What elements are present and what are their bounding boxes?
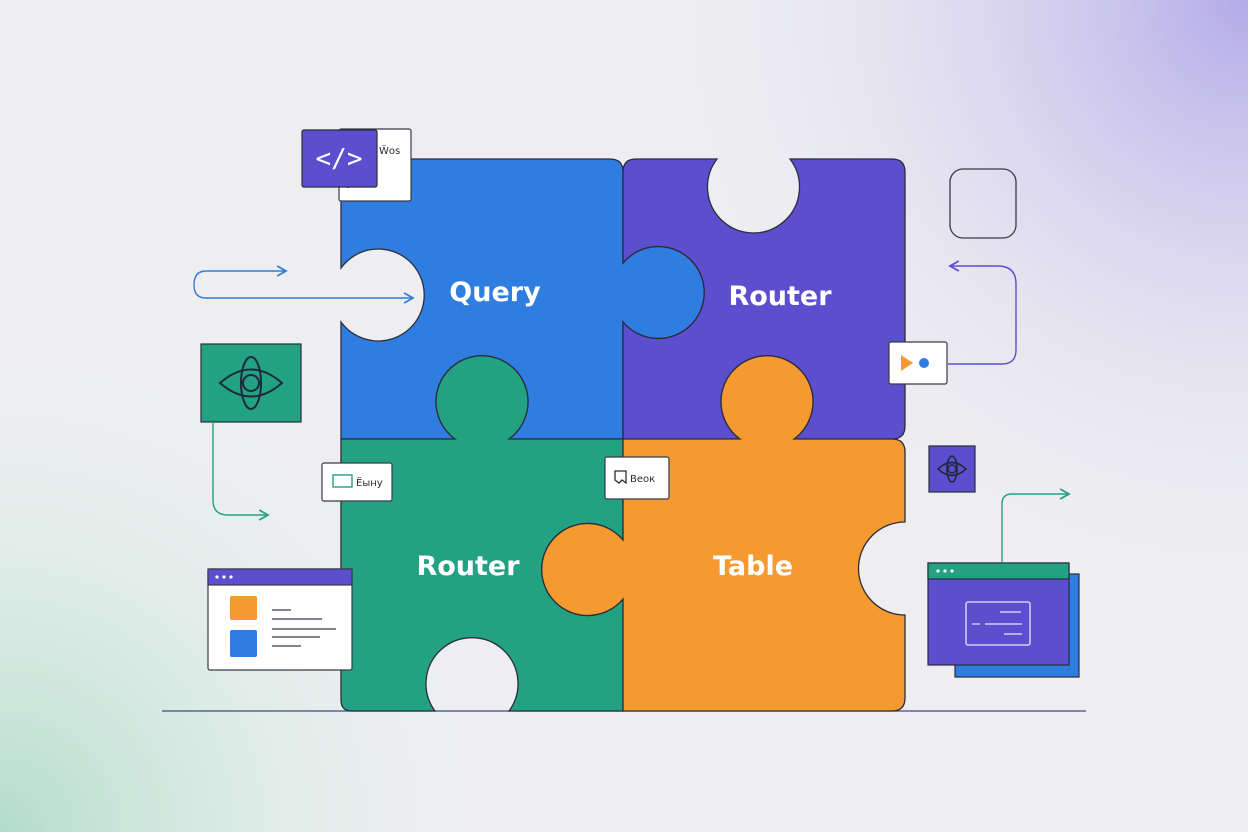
code-card: Ẅos </> bbox=[301, 128, 412, 202]
label-query: Query bbox=[449, 277, 541, 308]
label-table: Table bbox=[713, 551, 793, 582]
code-card-side-text: Ẅos bbox=[379, 144, 400, 157]
connector-line bbox=[948, 284, 1017, 365]
eye-card bbox=[200, 343, 302, 423]
grid-icon bbox=[332, 474, 353, 488]
eye-icon bbox=[936, 455, 968, 483]
chip-left-text: Ёыну bbox=[356, 476, 383, 489]
bookmark-icon bbox=[614, 470, 627, 485]
blue-square bbox=[230, 630, 257, 657]
record-icon bbox=[919, 358, 929, 368]
code-icon bbox=[301, 129, 378, 188]
window-icon bbox=[927, 562, 1070, 580]
label-router-top: Router bbox=[728, 281, 832, 312]
window-card-left bbox=[207, 568, 353, 671]
eye-icon bbox=[218, 356, 284, 410]
arrow-icon bbox=[193, 270, 415, 304]
eye-badge bbox=[928, 445, 976, 493]
arrow-icon bbox=[1001, 488, 1071, 562]
chip-left: Ёыну bbox=[321, 462, 393, 502]
window-icon bbox=[207, 568, 353, 586]
chip-center: Веок bbox=[604, 456, 670, 500]
label-router-bottom: Router bbox=[416, 551, 520, 582]
play-icon bbox=[901, 355, 913, 371]
terminal-icon bbox=[965, 601, 1031, 646]
orange-square bbox=[230, 596, 257, 620]
play-chip bbox=[888, 341, 948, 385]
arrow-icon bbox=[948, 260, 1017, 285]
empty-tile bbox=[949, 168, 1017, 239]
window-card-right bbox=[927, 562, 1080, 678]
puzzle-piece-table bbox=[541, 355, 906, 712]
arrow-icon bbox=[212, 422, 270, 521]
chip-center-text: Веок bbox=[630, 474, 655, 485]
code-symbol: </> bbox=[316, 144, 363, 174]
